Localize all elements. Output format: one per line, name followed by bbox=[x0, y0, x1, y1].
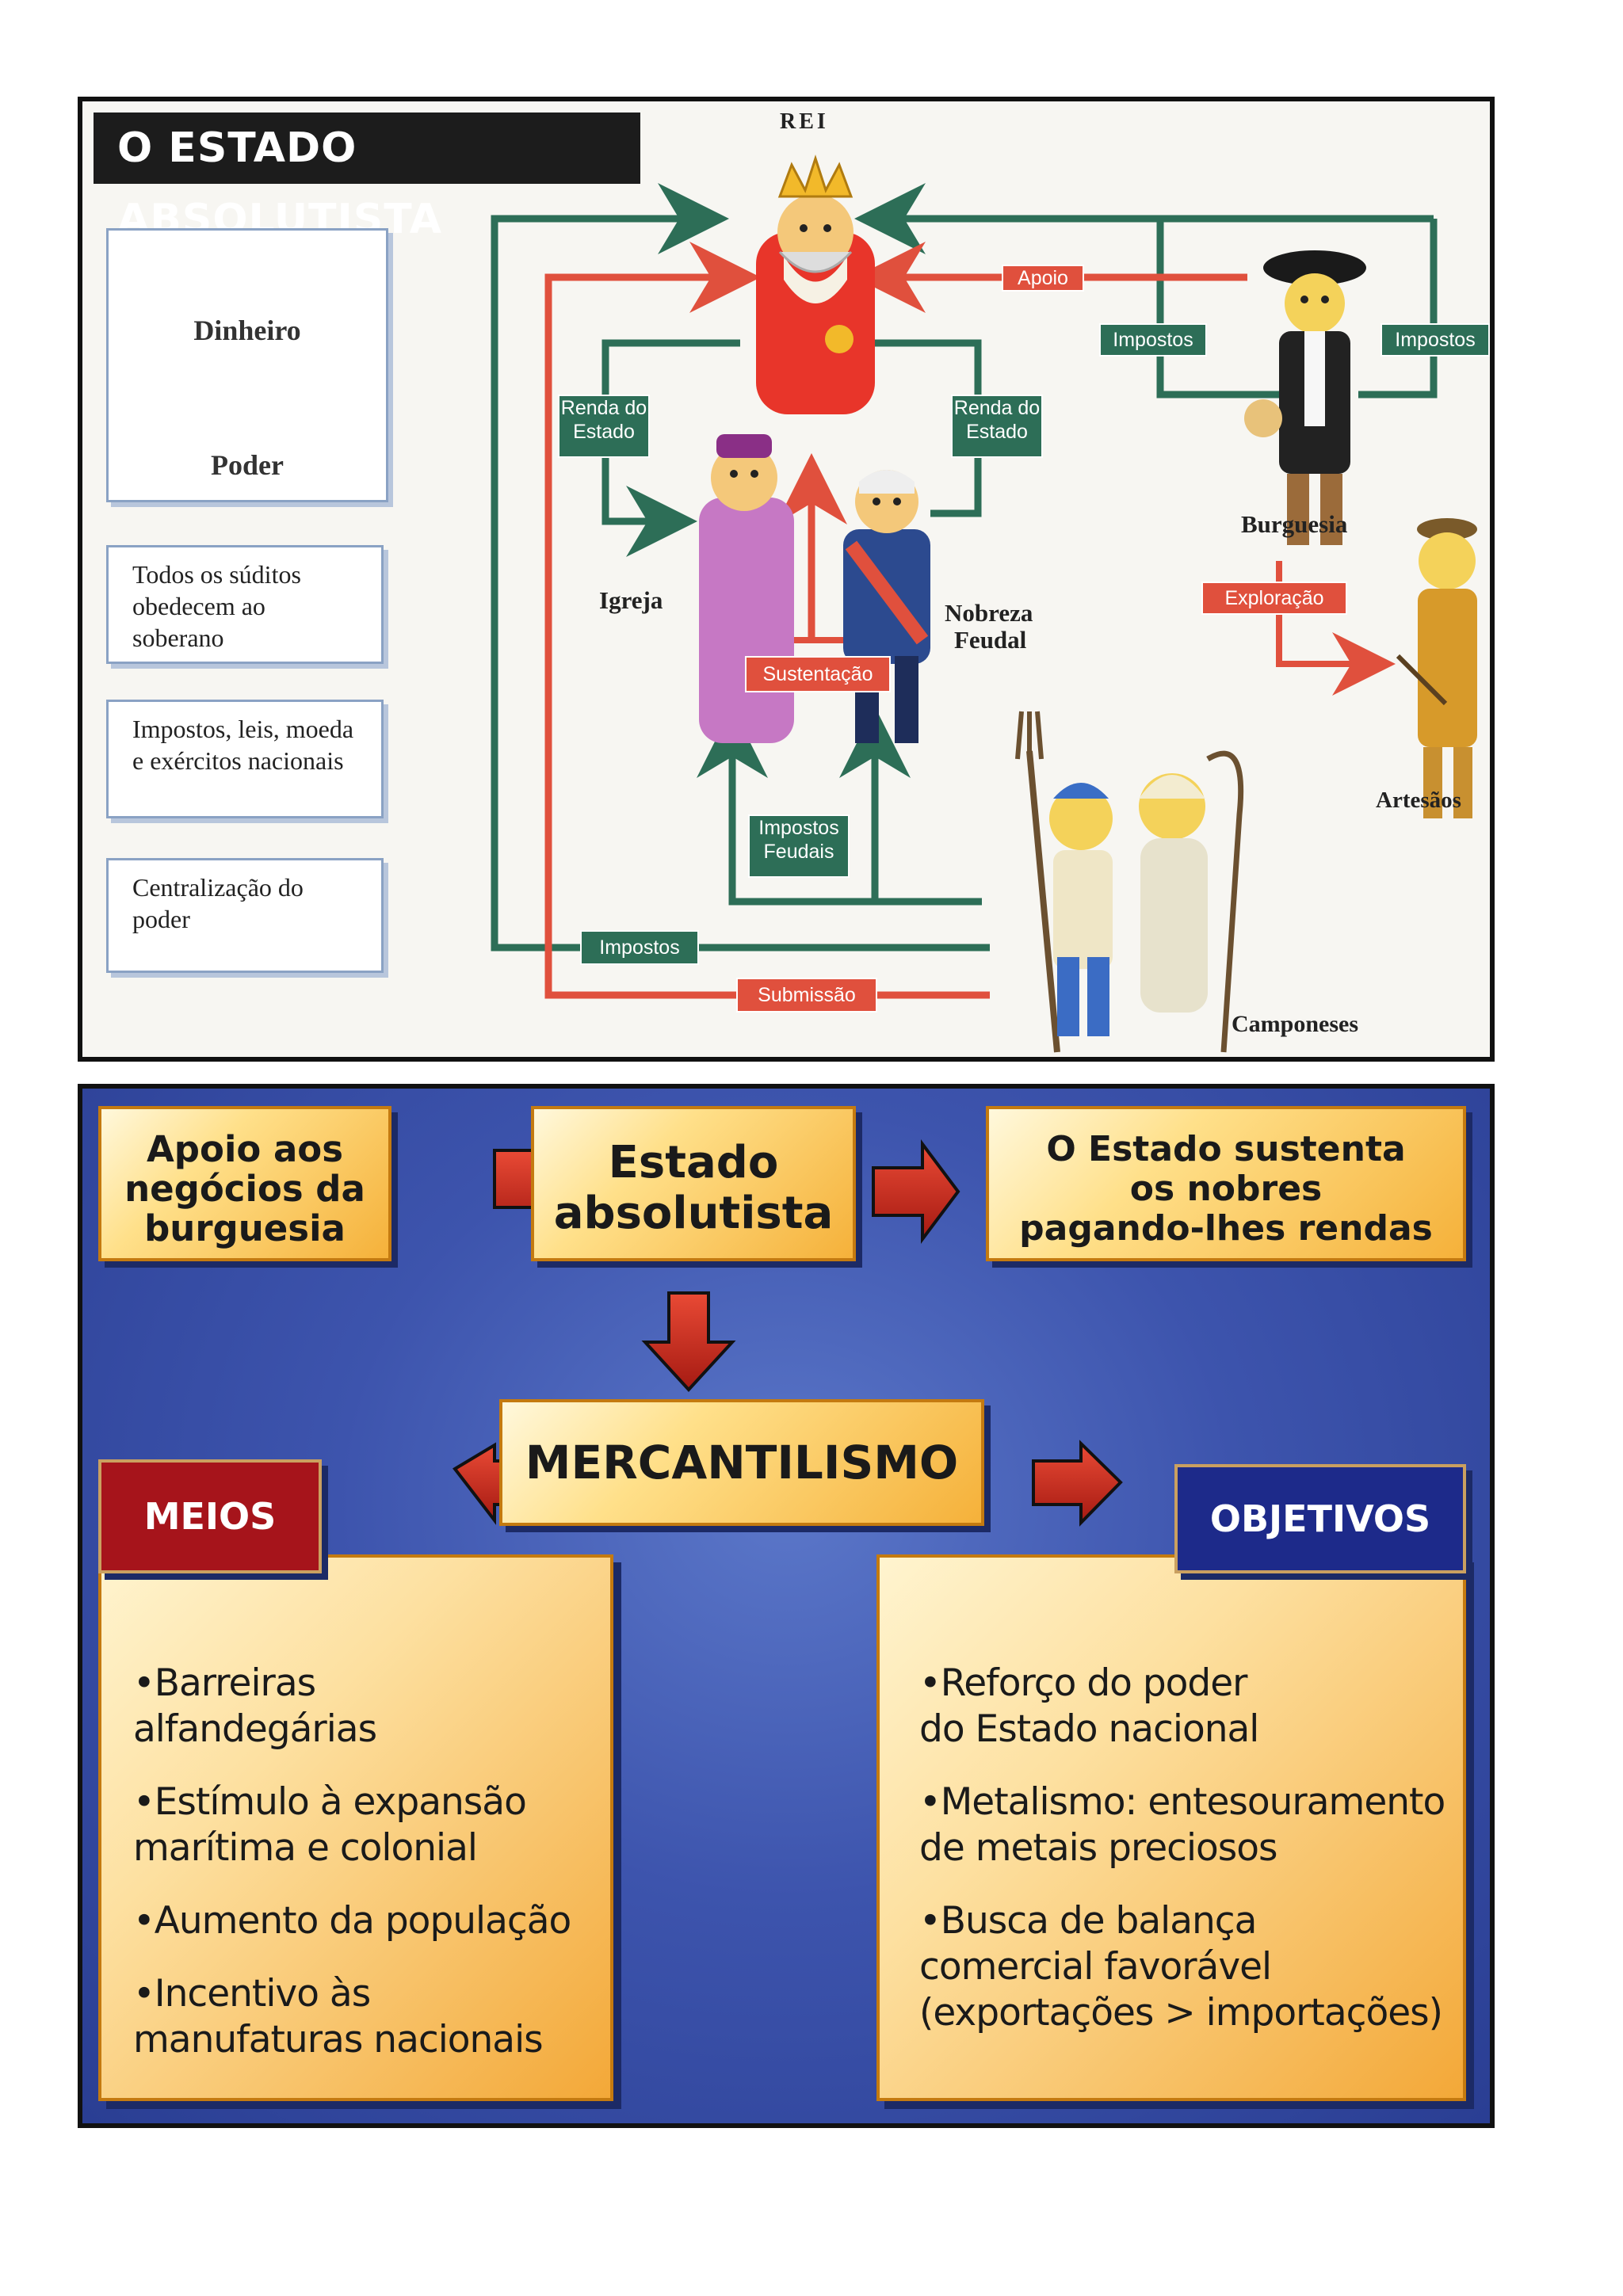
state-revenue-tag-right: Renda do Estado bbox=[951, 395, 1043, 458]
legend: Dinheiro Poder bbox=[106, 228, 388, 502]
nobility-caption-2: Feudal bbox=[954, 626, 1026, 654]
nobles-rent-line1: O Estado sustenta bbox=[989, 1130, 1463, 1169]
objectives-item-line1: •Busca de balança bbox=[919, 1898, 1455, 1944]
church-caption: Igreja bbox=[599, 586, 663, 615]
peasants-caption: Camponeses bbox=[1232, 1011, 1358, 1038]
state-revenue-left-line2: Estado bbox=[559, 420, 648, 444]
absolutist-state-diagram: O ESTADO ABSOLUTISTA Dinheiro Poder Todo… bbox=[78, 97, 1495, 1062]
note-subjects: Todos os súditos obedecem ao soberano bbox=[106, 545, 384, 664]
objectives-item-line3: (exportações > importações) bbox=[919, 1990, 1455, 2036]
submission-tag: Submissão bbox=[736, 978, 877, 1013]
king-figure bbox=[756, 158, 875, 414]
artisans-caption: Artesãos bbox=[1376, 788, 1461, 814]
means-item-line1: •Incentivo às bbox=[133, 1971, 594, 2017]
note-taxes-laws: Impostos, leis, moeda e exércitos nacion… bbox=[106, 700, 384, 818]
note-centralization: Centralização do poder bbox=[106, 858, 384, 973]
bourgeoisie-support-line3: burguesia bbox=[101, 1209, 388, 1249]
feudal-taxes-line2: Feudais bbox=[750, 840, 848, 864]
objectives-item-line2: comercial favorável bbox=[919, 1944, 1455, 1990]
means-item-line2: marítima e colonial bbox=[133, 1825, 594, 1871]
diagram-title: O ESTADO ABSOLUTISTA bbox=[94, 113, 640, 184]
means-item-line1: •Aumento da população bbox=[133, 1898, 594, 1944]
money-legend-label: Dinheiro bbox=[109, 314, 386, 347]
exploitation-tag: Exploração bbox=[1201, 582, 1347, 615]
objectives-header: OBJETIVOS bbox=[1174, 1464, 1466, 1573]
means-header: MEIOS bbox=[98, 1459, 322, 1573]
nobles-rent-box: O Estado sustenta os nobres pagando-lhes… bbox=[986, 1106, 1466, 1261]
objectives-item-line1: •Metalismo: entesouramento bbox=[919, 1779, 1455, 1825]
noble-figure bbox=[843, 470, 930, 743]
absolutist-state-line1: Estado bbox=[534, 1138, 853, 1188]
peasants-figure bbox=[1018, 711, 1241, 1052]
mercantilism-diagram: Apoio aos negócios da burguesia Estado a… bbox=[78, 1084, 1495, 2128]
feudal-taxes-line1: Impostos bbox=[750, 816, 848, 840]
nobility-caption-1: Nobreza bbox=[945, 599, 1033, 627]
state-revenue-right-line1: Renda do bbox=[953, 396, 1041, 420]
support-tag: Apoio bbox=[1002, 265, 1084, 292]
taxes-tag-right: Impostos bbox=[1381, 323, 1490, 357]
feudal-taxes-tag: Impostos Feudais bbox=[748, 814, 850, 878]
state-revenue-left-line1: Renda do bbox=[559, 396, 648, 420]
objectives-item-line2: de metais preciosos bbox=[919, 1825, 1455, 1871]
means-item-line2: alfandegárias bbox=[133, 1707, 594, 1753]
taxes-bottom-tag: Impostos bbox=[580, 930, 699, 965]
king-caption: REI bbox=[780, 109, 829, 135]
bourgeoisie-support-line1: Apoio aos bbox=[101, 1130, 388, 1169]
taxes-tag-left: Impostos bbox=[1099, 323, 1207, 357]
bourgeoisie-support-box: Apoio aos negócios da burguesia bbox=[98, 1106, 391, 1261]
bourgeoisie-taxes-arrow bbox=[1358, 219, 1434, 395]
bourgeoisie-support-line2: negócios da bbox=[101, 1169, 388, 1209]
mercantilism-box: MERCANTILISMO bbox=[499, 1399, 984, 1526]
sustentation-tag: Sustentação bbox=[745, 656, 891, 692]
state-revenue-right-line2: Estado bbox=[953, 420, 1041, 444]
objectives-item-line2: do Estado nacional bbox=[919, 1707, 1455, 1753]
bourgeoisie-caption: Burguesia bbox=[1241, 510, 1347, 539]
absolutist-state-line2: absolutista bbox=[534, 1188, 853, 1239]
means-item: •Aumento da população bbox=[133, 1898, 594, 1944]
arrow-right-middle bbox=[1033, 1444, 1121, 1523]
state-revenue-tag-left: Renda do Estado bbox=[558, 395, 650, 458]
objectives-item-line1: •Reforço do poder bbox=[919, 1661, 1455, 1707]
arrow-down bbox=[645, 1293, 732, 1390]
means-item-line1: •Estímulo à expansão bbox=[133, 1779, 594, 1825]
artisan-figure bbox=[1398, 518, 1477, 818]
church-figure bbox=[699, 434, 794, 743]
absolutist-state-box: Estado absolutista bbox=[531, 1106, 856, 1261]
nobles-rent-line2: os nobres bbox=[989, 1169, 1463, 1209]
nobles-rent-line3: pagando-lhes rendas bbox=[989, 1209, 1463, 1249]
means-item-line1: •Barreiras bbox=[133, 1661, 594, 1707]
means-item-line2: manufaturas nacionais bbox=[133, 2017, 594, 2063]
power-legend-label: Poder bbox=[109, 448, 386, 482]
arrow-right-top bbox=[873, 1144, 958, 1239]
